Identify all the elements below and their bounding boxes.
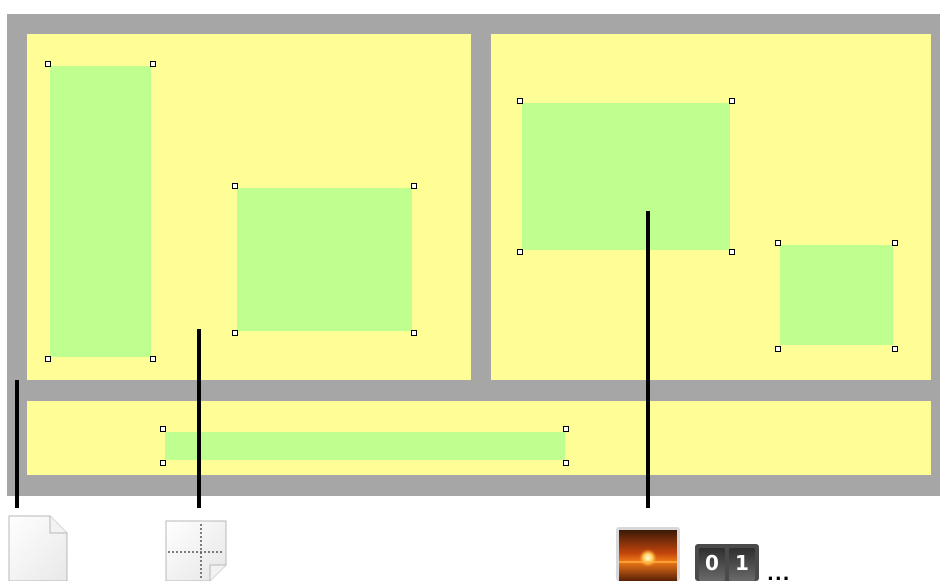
resize-handle[interactable] [232, 330, 238, 336]
resize-handle[interactable] [232, 183, 238, 189]
resize-handle[interactable] [411, 330, 417, 336]
callout-line [15, 380, 19, 508]
layout-page-icon[interactable] [165, 520, 227, 581]
resize-handle[interactable] [729, 249, 735, 255]
callout-line [197, 329, 201, 508]
resize-handle[interactable] [775, 346, 781, 352]
blank-page-icon[interactable] [8, 515, 68, 581]
resize-handle[interactable] [892, 240, 898, 246]
counter-digit: 0 [699, 548, 725, 581]
small-box[interactable] [780, 245, 893, 345]
resize-handle[interactable] [517, 249, 523, 255]
resize-handle[interactable] [45, 61, 51, 67]
resize-handle[interactable] [150, 61, 156, 67]
resize-handle[interactable] [160, 460, 166, 466]
counter-digit: 1 [729, 548, 755, 581]
more-label[interactable]: ... [767, 566, 791, 584]
callout-line [646, 211, 650, 508]
resize-handle[interactable] [150, 356, 156, 362]
resize-handle[interactable] [729, 98, 735, 104]
resize-handle[interactable] [892, 346, 898, 352]
resize-handle[interactable] [45, 356, 51, 362]
wide-box[interactable] [522, 103, 730, 250]
sunset-photo-icon[interactable] [616, 527, 680, 581]
resize-handle[interactable] [775, 240, 781, 246]
resize-handle[interactable] [517, 98, 523, 104]
resize-handle[interactable] [160, 426, 166, 432]
mid-box[interactable] [237, 188, 412, 331]
tall-box[interactable] [50, 66, 151, 357]
resize-handle[interactable] [563, 460, 569, 466]
long-bar[interactable] [165, 432, 565, 460]
resize-handle[interactable] [411, 183, 417, 189]
resize-handle[interactable] [563, 426, 569, 432]
